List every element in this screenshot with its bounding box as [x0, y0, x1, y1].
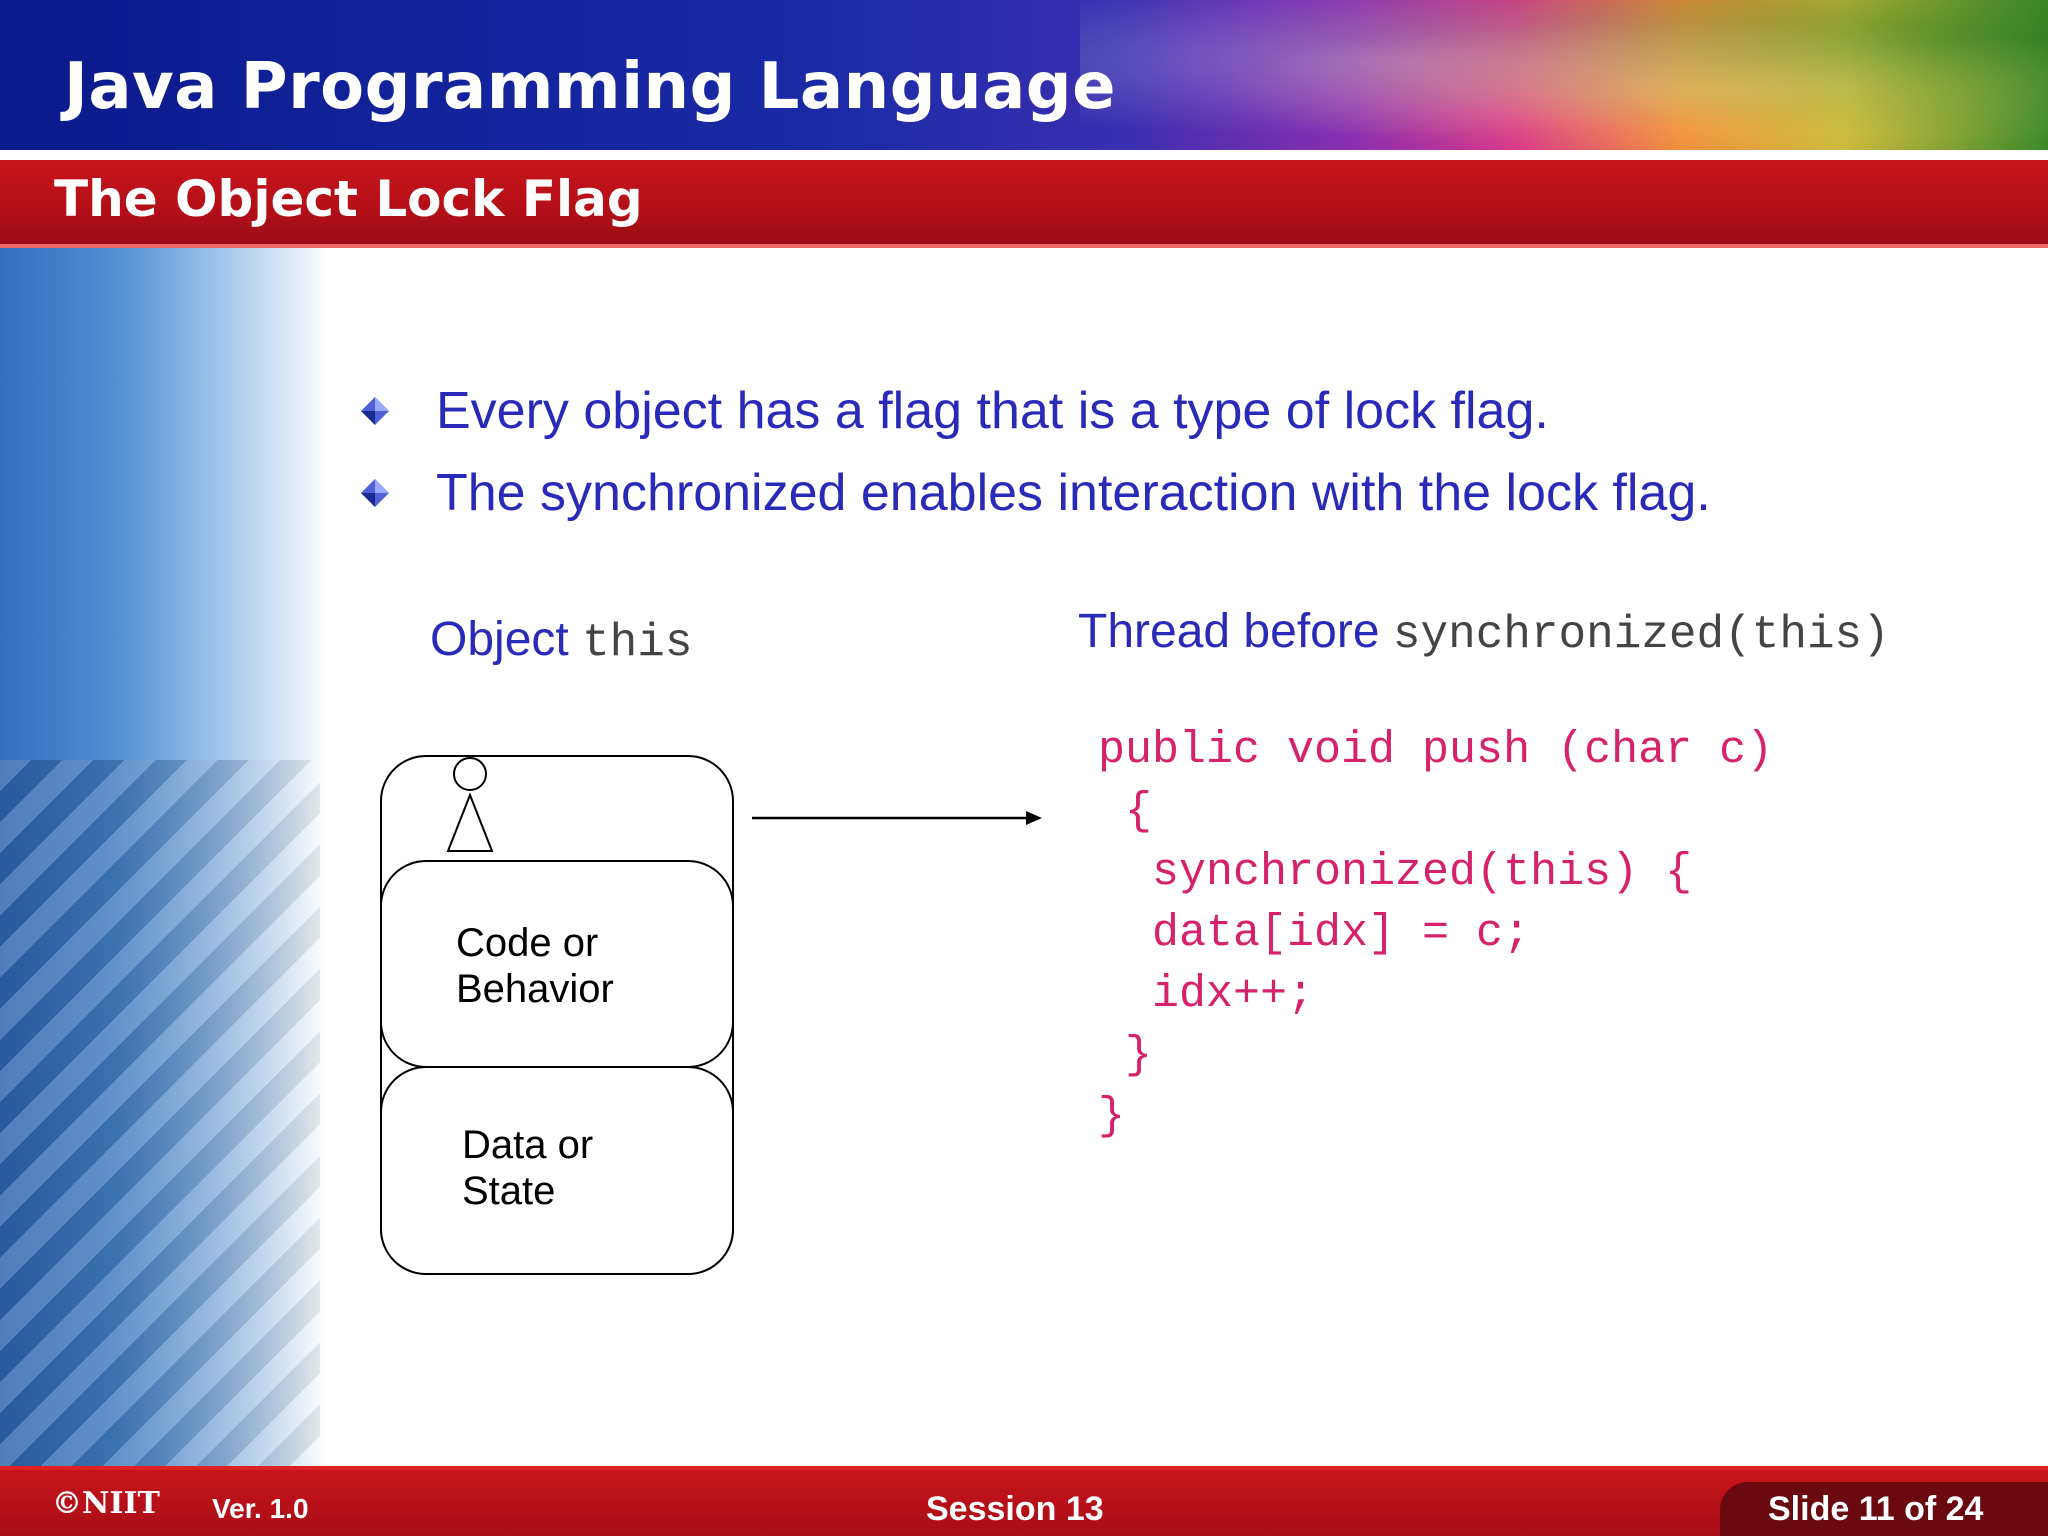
data-state-label: Data or State — [462, 1122, 593, 1214]
slide-counter-tab — [1720, 1482, 2048, 1536]
slide-title: The Object Lock Flag — [54, 170, 643, 228]
data-state-line2: State — [462, 1169, 556, 1213]
diamond-bullet-icon — [360, 396, 390, 426]
data-state-line1: Data or — [462, 1123, 594, 1167]
code-line: data[idx] = c; — [1098, 908, 1531, 959]
code-line: synchronized(this) { — [1098, 847, 1693, 898]
right-arrow-icon — [752, 811, 1042, 825]
code-behavior-line2: Behavior — [456, 967, 614, 1011]
session-label: Session 13 — [926, 1490, 1104, 1528]
object-label-code: this — [582, 617, 693, 669]
code-line: } — [1098, 1030, 1153, 1081]
code-line: } — [1098, 1091, 1126, 1142]
bullet-list: Every object has a flag that is a type o… — [360, 370, 1711, 534]
footer-bar — [0, 1470, 2048, 1536]
keyboard-image — [0, 760, 320, 1466]
code-line: idx++; — [1098, 969, 1315, 1020]
thread-label: Thread before synchronized(this) — [1078, 604, 1890, 661]
slide-number: Slide 11 of 24 — [1768, 1490, 1984, 1528]
code-behavior-label: Code or Behavior — [456, 920, 614, 1012]
lock-flag-icon — [446, 757, 494, 852]
slide-title-bar — [0, 160, 2048, 244]
header-banner — [0, 0, 2048, 150]
code-block: public void push (char c) { synchronized… — [1098, 720, 1773, 1147]
bullet-item: Every object has a flag that is a type o… — [360, 370, 1711, 452]
course-title: Java Programming Language — [64, 50, 1116, 124]
code-behavior-section — [380, 860, 734, 1068]
version-label: Ver. 1.0 — [212, 1493, 309, 1524]
bullet-text: Every object has a flag that is a type o… — [436, 382, 1549, 440]
object-label-text: Object — [430, 613, 569, 666]
title-bar-divider — [0, 244, 2048, 248]
header-photo-collage — [1080, 0, 2048, 150]
diamond-bullet-icon — [360, 478, 390, 508]
bullet-item: The synchronized enables interaction wit… — [360, 452, 1711, 534]
header-divider — [0, 150, 2048, 156]
thread-label-code: synchronized(this) — [1392, 609, 1890, 661]
code-line: public void push (char c) — [1098, 725, 1774, 776]
code-line: { — [1098, 786, 1153, 837]
bullet-text: The synchronized enables interaction wit… — [436, 464, 1711, 522]
code-behavior-line1: Code or — [456, 921, 599, 965]
data-state-section — [380, 1066, 734, 1275]
thread-label-text: Thread before — [1078, 605, 1380, 658]
object-label: Object this — [430, 612, 693, 669]
niit-logo: ©NIIT — [52, 1486, 160, 1521]
footer-divider — [0, 1466, 2048, 1470]
